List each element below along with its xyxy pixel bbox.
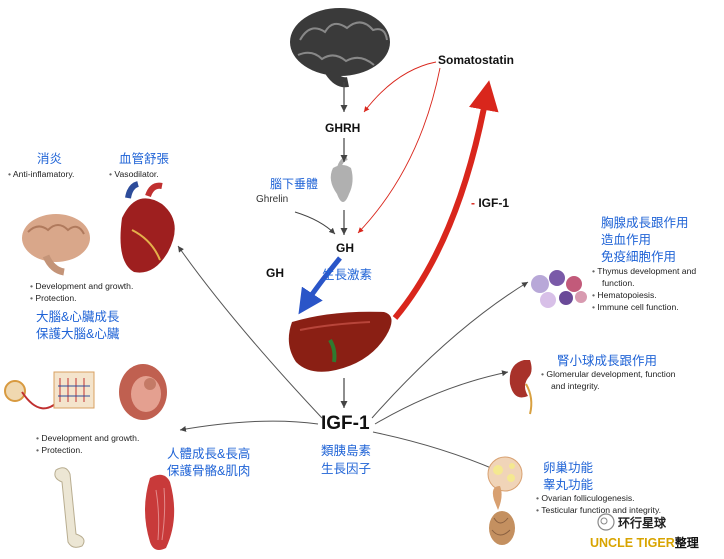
liver-icon — [288, 311, 392, 372]
gh-to-liver-arrow — [298, 256, 342, 315]
heart-icon — [120, 181, 175, 273]
kidney-icon — [509, 360, 533, 415]
brain-heart-zh-1: 大腦&心臟成長 — [36, 310, 120, 324]
ghrelin-label: Ghrelin — [256, 194, 289, 205]
body-zh-2: 保護骨骼&肌肉 — [167, 464, 251, 478]
igf1-feedback-arrow — [392, 80, 499, 320]
placenta-icon — [4, 371, 95, 410]
muscle-icon — [145, 474, 175, 550]
anti-inflammatory-zh: 消炎 — [37, 152, 63, 166]
gh-chinese-label: 生長激素 — [322, 268, 373, 282]
brain-icon — [290, 8, 390, 88]
ghrelin-arrow — [294, 211, 336, 235]
somatostatin-to-ghrh-arrow — [363, 61, 437, 113]
testis-zh: 睾丸功能 — [543, 478, 594, 492]
igf1-to-thymus-arrow — [371, 281, 529, 419]
ghrh-label: GHRH — [325, 121, 361, 135]
igf1-chinese-label-1: 類胰島素 — [321, 444, 372, 458]
igf1-to-body-arrow — [179, 420, 319, 432]
gh-left-label: GH — [266, 266, 284, 280]
thymus-zh-1: 胸腺成長跟作用 — [601, 216, 689, 230]
body-notes: Development and growth. Protection. — [36, 432, 139, 456]
wechat-icon — [597, 513, 615, 531]
small-brain-icon — [22, 214, 90, 276]
bone-icon — [54, 467, 85, 548]
thymus-zh-2: 造血作用 — [601, 233, 652, 247]
somatostatin-to-gh-arrow — [357, 67, 441, 234]
igf1-to-brain-heart-arrow — [177, 245, 323, 419]
gh-label: GH — [336, 241, 354, 255]
pituitary-icon — [330, 156, 353, 202]
somatostatin-label: Somatostatin — [438, 53, 515, 67]
ovary-icon — [487, 456, 523, 492]
testis-icon — [489, 486, 515, 545]
fetus-icon — [119, 364, 167, 420]
kidney-zh: 腎小球成長跟作用 — [557, 354, 658, 368]
kidney-notes: Glomerular development, function and int… — [541, 368, 675, 392]
igf1-main-label: IGF-1 — [321, 413, 370, 434]
body-zh-1: 人體成長&長高 — [167, 447, 251, 461]
vasodilator-en: Vasodilator. — [109, 168, 158, 180]
igf1-chinese-label-2: 生長因子 — [321, 462, 372, 476]
ovary-notes: Ovarian folliculogenesis. Testicular fun… — [536, 492, 661, 516]
ovary-zh: 卵巢功能 — [543, 461, 594, 475]
watermark-brand: UNCLE TIGER整理 — [590, 536, 699, 550]
pituitary-label: 腦下垂體 — [270, 177, 319, 191]
igf1-to-ovary-arrow — [372, 431, 497, 471]
brain-heart-zh-2: 保護大腦&心臟 — [36, 327, 120, 341]
brain-heart-notes: Development and growth. Protection. — [30, 280, 133, 304]
watermark-brand-zh: 环行星球 — [618, 516, 667, 530]
igf1-arrow-label: - IGF-1 — [471, 196, 510, 210]
vasodilator-zh: 血管舒張 — [119, 152, 170, 166]
igf1-to-kidney-arrow — [374, 370, 509, 425]
blood-cells-icon — [531, 270, 587, 308]
thymus-zh-3: 免疫細胞作用 — [601, 250, 677, 264]
thymus-notes: Thymus development and function. Hematop… — [592, 265, 696, 313]
anti-inflammatory-en: Anti-inflamatory. — [8, 168, 74, 180]
